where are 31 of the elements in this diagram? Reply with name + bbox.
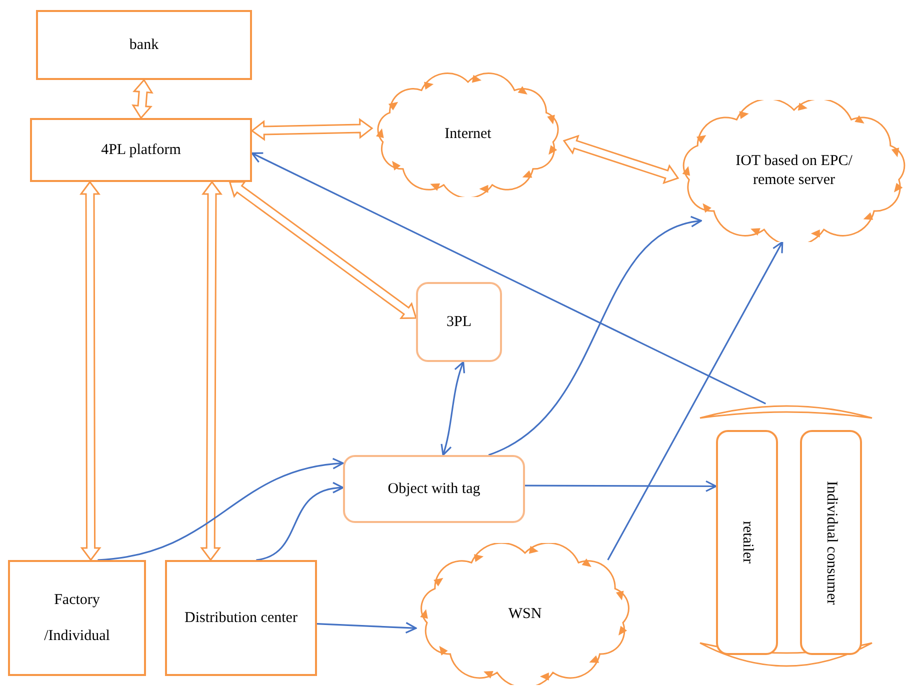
double-arrow bbox=[440, 361, 466, 456]
node-label: Internet bbox=[444, 125, 492, 144]
arrow bbox=[488, 217, 702, 456]
process-box bbox=[8, 560, 146, 676]
arrow bbox=[251, 152, 766, 404]
arrow bbox=[525, 480, 717, 492]
node-label: WSN bbox=[508, 604, 542, 624]
node-label: Object with tag bbox=[388, 480, 480, 498]
rounded-box bbox=[343, 455, 525, 523]
node-label: retailer bbox=[738, 521, 756, 564]
hollow-double-arrow bbox=[562, 134, 680, 184]
node-label: Distribution center bbox=[184, 608, 298, 628]
process-box bbox=[36, 10, 252, 80]
hollow-double-arrow bbox=[200, 180, 222, 562]
process-box bbox=[30, 118, 252, 182]
node-label: IOT based on EPC/ remote server bbox=[734, 152, 854, 190]
hollow-double-arrow bbox=[80, 180, 102, 562]
arrow bbox=[316, 622, 417, 634]
node-label: bank bbox=[129, 36, 159, 54]
node-label: Individual consumer bbox=[822, 480, 840, 604]
hollow-double-arrow bbox=[228, 181, 418, 319]
process-box bbox=[165, 560, 317, 676]
node-label: Factory /Individual bbox=[43, 591, 111, 646]
arrow bbox=[98, 458, 344, 561]
arrow bbox=[607, 241, 784, 560]
node-label: 4PL platform bbox=[101, 140, 181, 160]
hollow-double-arrow bbox=[132, 78, 154, 120]
rounded-box bbox=[416, 282, 502, 362]
hollow-double-arrow bbox=[250, 118, 374, 141]
arrow bbox=[256, 482, 344, 561]
node-label: 3PL bbox=[446, 312, 472, 332]
